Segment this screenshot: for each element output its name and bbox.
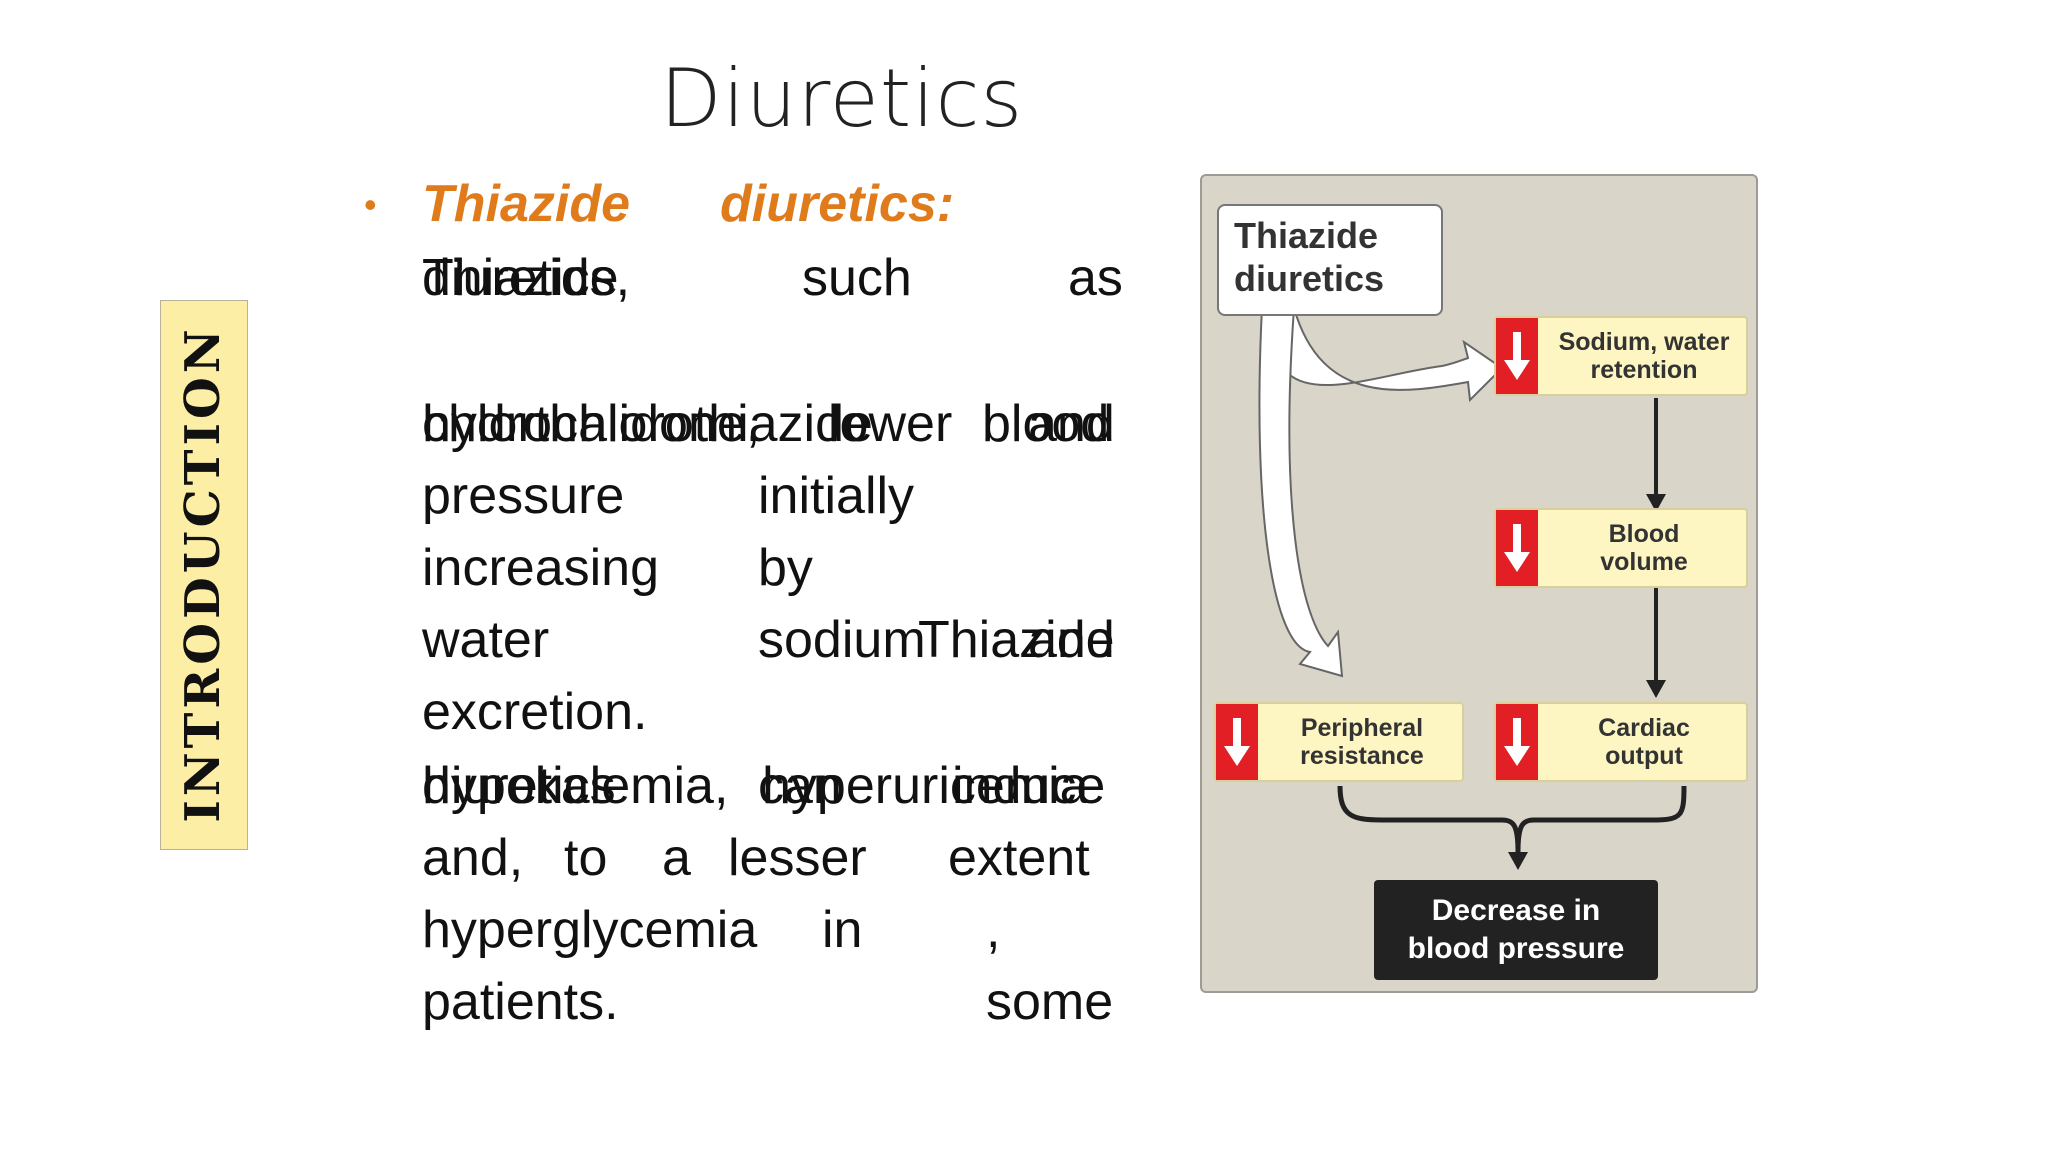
body-word: and	[1028, 611, 1115, 669]
body-word: hydrochlorothiazide	[422, 395, 873, 453]
body-word: in	[822, 901, 863, 959]
label-line: Sodium, water	[1558, 328, 1730, 356]
body-word: diuretics,	[422, 249, 631, 307]
slide-title: Diuretics	[660, 52, 1024, 145]
thiazide-diuretics-box	[1217, 204, 1443, 316]
decrease-blood-pressure-label: Decrease in blood pressure	[1374, 880, 1658, 980]
figure-arrows	[1258, 307, 1687, 870]
body-word: chlorthalidone,	[422, 395, 761, 453]
body-word: Thiazide	[918, 611, 1115, 669]
label-line: Cardiac	[1598, 714, 1690, 742]
label-line: Blood	[1608, 520, 1680, 548]
down-arrow-icon	[1496, 704, 1538, 780]
label-line: Peripheral	[1300, 714, 1424, 742]
body-word: water	[422, 611, 550, 669]
body-word: lesser	[728, 829, 867, 887]
body-word: sodium	[758, 611, 926, 669]
body-word: by	[758, 539, 813, 597]
body-word: Thiazide	[422, 249, 619, 307]
bullet-dot: •	[364, 184, 377, 225]
label-line: Decrease in	[1431, 894, 1601, 927]
body-word: hypokalemia,	[422, 757, 729, 815]
body-word: pressure	[422, 467, 625, 525]
body-word: some	[986, 973, 1114, 1031]
bullet-heading-diuretics: diuretics:	[720, 175, 955, 233]
body-word: excretion.	[422, 683, 648, 741]
body-word: to	[564, 829, 608, 887]
body-word: blood	[982, 395, 1110, 453]
body-word: a	[662, 829, 691, 887]
body-word: lower	[828, 395, 953, 453]
label-line: blood pressure	[1407, 932, 1625, 965]
body-word: increasing	[422, 539, 660, 597]
label-line: volume	[1600, 548, 1688, 576]
thiazide-diuretics-label: Thiazide diuretics	[1234, 214, 1384, 300]
down-arrow-icon	[1496, 318, 1538, 394]
label-line: output	[1605, 742, 1683, 770]
label-line: resistance	[1300, 742, 1424, 770]
body-word: induce	[952, 757, 1106, 815]
body-word: and,	[422, 829, 524, 887]
label-line: diuretics	[1234, 258, 1385, 299]
body-word: hyperuricemia	[762, 757, 1089, 815]
body-word: such	[802, 249, 912, 307]
body-word: initially	[758, 467, 915, 525]
side-banner	[160, 300, 248, 850]
body-word: diuretics	[422, 757, 616, 815]
body-word: can	[758, 757, 842, 815]
body-word: patients.	[422, 973, 619, 1031]
body-word: ,	[986, 901, 1001, 959]
down-arrow-icon	[1496, 510, 1538, 586]
label-line: Thiazide	[1234, 215, 1379, 256]
decrease-blood-pressure-box	[1374, 880, 1658, 980]
bullet-heading-thiazide: Thiazide	[422, 175, 631, 233]
label-line: retention	[1590, 356, 1698, 384]
body-word: as	[1068, 249, 1123, 307]
down-arrow-icon	[1216, 704, 1258, 780]
body-word: and	[1028, 395, 1115, 453]
side-banner-label: INTRODUCTION	[175, 325, 231, 823]
body-word: hyperglycemia	[422, 901, 758, 959]
body-word: extent	[948, 829, 1090, 887]
